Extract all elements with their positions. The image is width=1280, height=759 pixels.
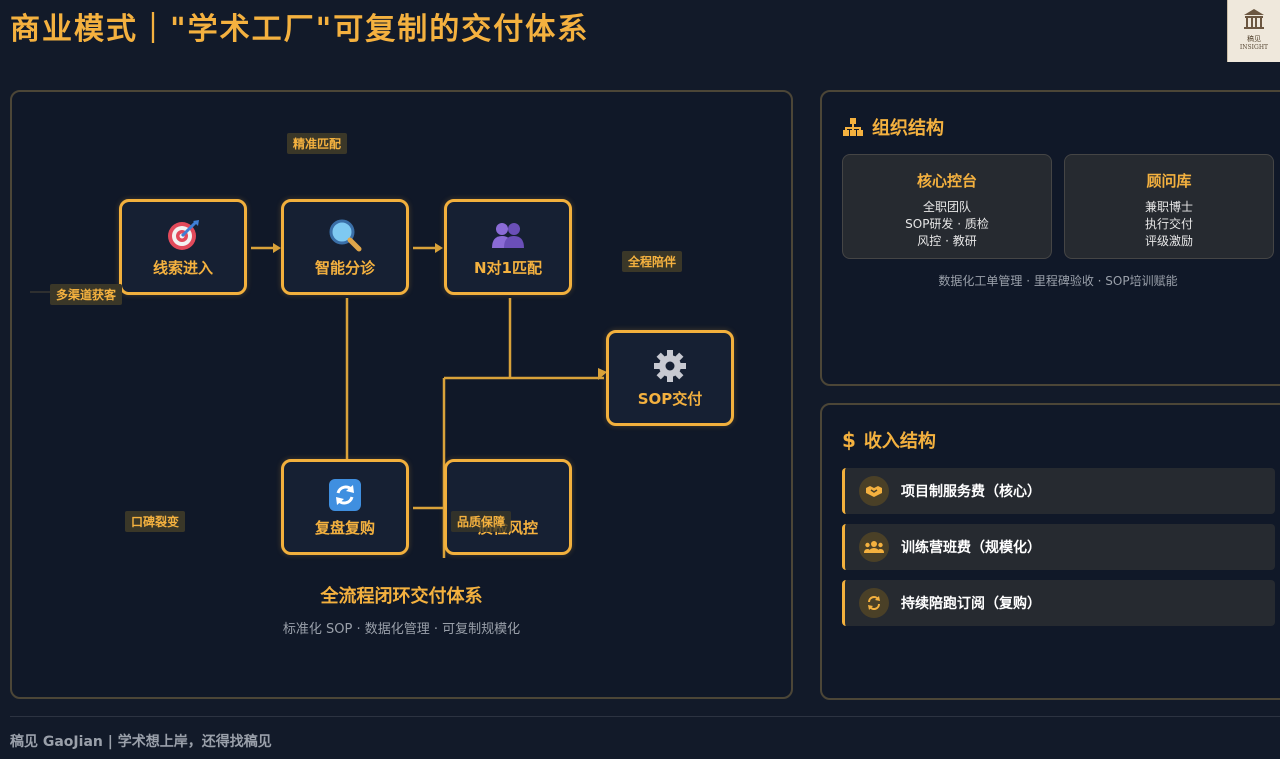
- org-card-core: 核心控台 全职团队 SOP研发 · 质检 风控 · 教研: [842, 154, 1052, 259]
- revenue-item[interactable]: 项目制服务费（核心）: [842, 468, 1275, 514]
- org-card-line: 风控 · 教研: [917, 234, 977, 248]
- node-sop-label: SOP交付: [637, 389, 703, 408]
- node-review[interactable]: 复盘复购: [281, 459, 409, 555]
- users-icon: [859, 532, 889, 562]
- flow-subcaption: 标准化 SOP · 数据化管理 · 可复制规模化: [282, 622, 521, 637]
- node-diagnosis-label: 智能分诊: [314, 258, 375, 277]
- node-match-label: N对1匹配: [474, 258, 542, 277]
- logo-text-en: INSIGHT: [1239, 44, 1269, 51]
- org-card-line: SOP研发 · 质检: [905, 217, 989, 231]
- org-heading: 组织结构: [842, 114, 944, 140]
- org-card-line: 全职团队: [922, 200, 971, 214]
- org-title: 组织结构: [872, 118, 944, 139]
- tag-full-accompany: 全程陪伴: [622, 251, 683, 272]
- revenue-item-label: 持续陪跑订阅（复购）: [901, 596, 1041, 612]
- refresh-icon: [859, 588, 889, 618]
- org-footer: 数据化工单管理 · 里程碑验收 · SOP培训赋能: [938, 274, 1178, 288]
- node-sop[interactable]: SOP交付: [606, 330, 734, 426]
- brand-logo: 稿见 INSIGHT: [1227, 0, 1280, 62]
- org-card-title: 核心控台: [916, 172, 977, 190]
- org-card-line: 评级激励: [1144, 234, 1193, 248]
- flow-caption: 全流程闭环交付体系: [320, 586, 483, 607]
- revenue-heading: $ 收入结构: [842, 427, 936, 453]
- org-card-line: 执行交付: [1144, 217, 1193, 231]
- handshake-icon: [859, 476, 889, 506]
- tag-word-of-mouth: 口碑裂变: [125, 511, 186, 532]
- node-leads-label: 线索进入: [152, 258, 213, 277]
- magnifier-icon: [327, 217, 363, 253]
- tag-multi-channel: 多渠道获客: [50, 284, 123, 305]
- revenue-item[interactable]: 训练营班费（规模化）: [842, 524, 1275, 570]
- node-review-label: 复盘复购: [314, 518, 375, 537]
- footer-text: 稿见 GaoJian | 学术想上岸，还得找稿见: [10, 734, 272, 750]
- sitemap-icon: [843, 118, 863, 136]
- refresh-icon: [327, 477, 363, 513]
- tag-precise-match: 精准匹配: [287, 133, 348, 154]
- node-diagnosis[interactable]: 智能分诊: [281, 199, 409, 295]
- node-match[interactable]: N对1匹配: [444, 199, 572, 295]
- tag-quality-guarantee: 品质保障: [451, 511, 512, 532]
- revenue-item[interactable]: 持续陪跑订阅（复购）: [842, 580, 1275, 626]
- target-icon: [165, 217, 201, 253]
- page-title: 商业模式｜"学术工厂"可复制的交付体系: [10, 12, 590, 47]
- dollar-icon: $: [842, 428, 856, 452]
- logo-text-cn: 稿见: [1247, 35, 1261, 43]
- revenue-title: 收入结构: [863, 431, 936, 452]
- node-leads[interactable]: 线索进入: [119, 199, 247, 295]
- users-icon: [490, 217, 526, 253]
- org-card-advisors: 顾问库 兼职博士 执行交付 评级激励: [1064, 154, 1274, 259]
- org-card-line: 兼职博士: [1144, 200, 1193, 214]
- revenue-item-label: 项目制服务费（核心）: [901, 484, 1041, 500]
- footer-divider: [10, 716, 1280, 717]
- org-card-title: 顾问库: [1146, 172, 1192, 190]
- gear-icon: [652, 348, 688, 384]
- building-icon: [1244, 9, 1264, 29]
- revenue-item-label: 训练营班费（规模化）: [901, 540, 1041, 556]
